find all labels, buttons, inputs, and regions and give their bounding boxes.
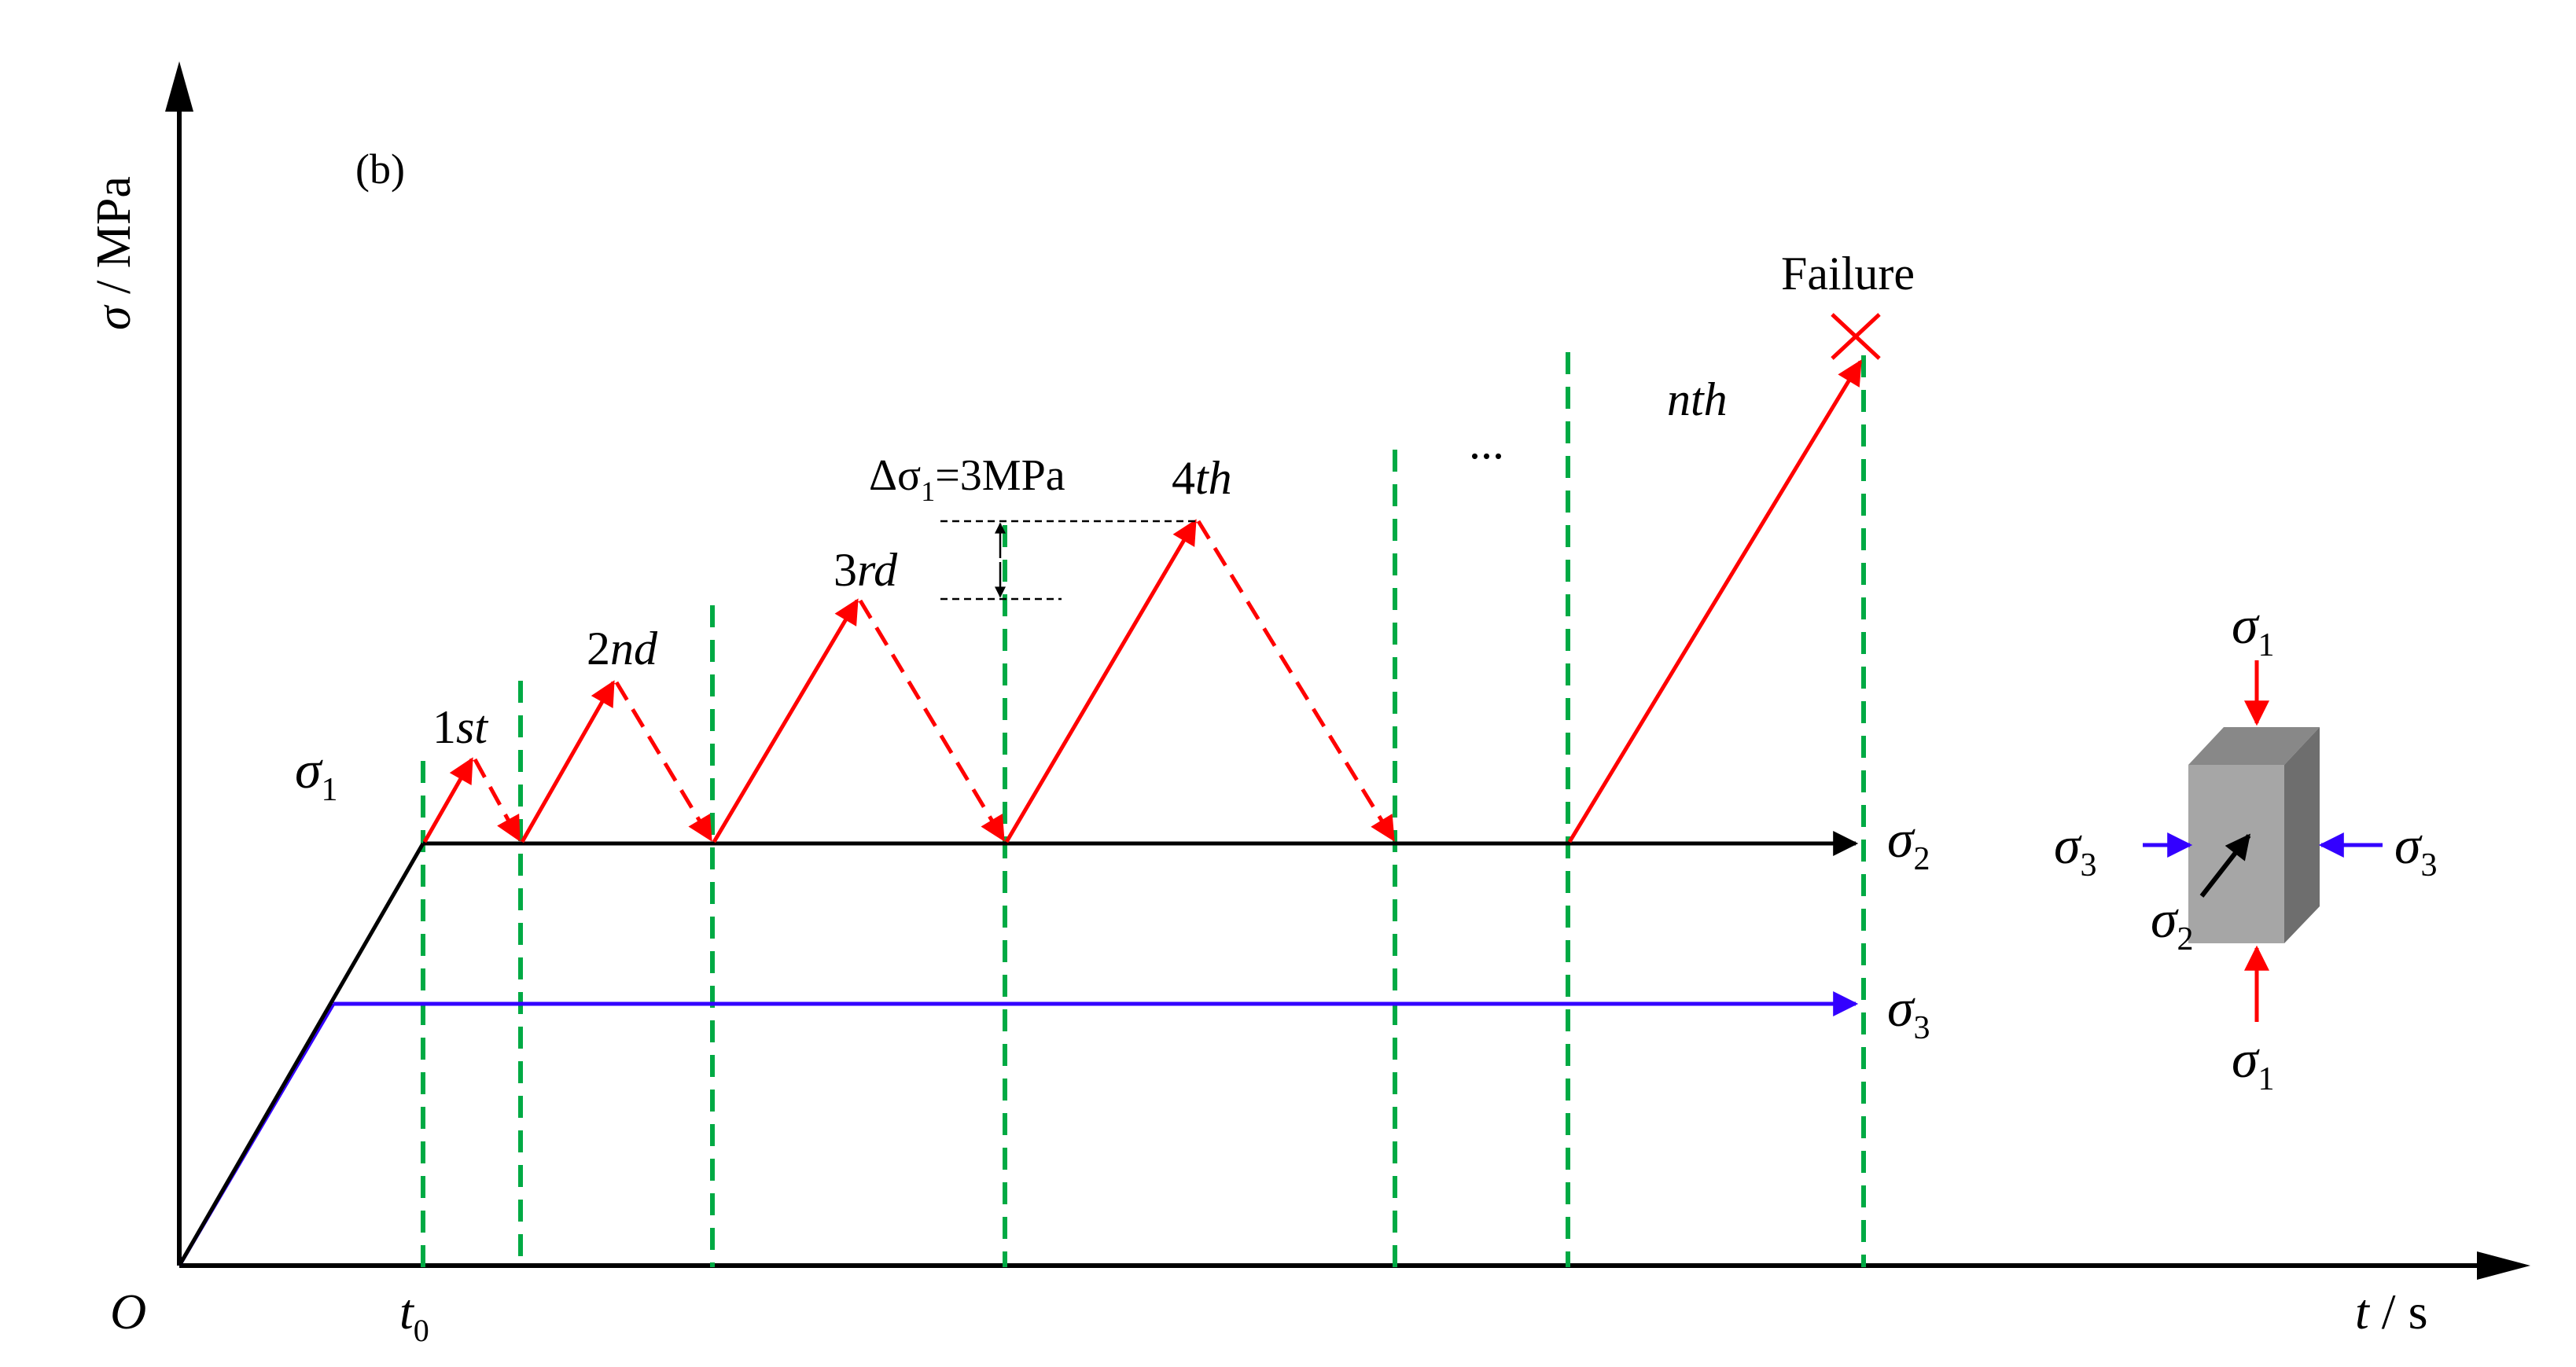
unload-3 xyxy=(858,599,1006,842)
unload-2 xyxy=(614,681,713,842)
x-axis-title: t / s xyxy=(2355,1284,2427,1339)
specimen-cube xyxy=(2143,660,2383,1022)
sigma1-cycles xyxy=(422,359,1863,843)
panel-label: (b) xyxy=(355,145,405,193)
cycle-label-3: 3rd xyxy=(834,544,898,596)
labels: σ / MPa t / s O t0 (b) σ1 σ2 σ3 1st 2nd … xyxy=(87,145,2438,1348)
cube-side xyxy=(2284,727,2320,943)
y-axis-arrowhead xyxy=(165,61,193,112)
unload-4 xyxy=(1196,520,1396,842)
t0-label: t0 xyxy=(399,1284,429,1348)
failure-label: Failure xyxy=(1781,248,1915,299)
load-1 xyxy=(422,757,474,843)
cycle-label-1: 1st xyxy=(432,701,488,753)
cube-top xyxy=(2188,727,2320,765)
load-2 xyxy=(520,680,616,843)
failure-cross-icon xyxy=(1831,313,1881,360)
ellipsis: ... xyxy=(1469,417,1504,469)
cycle-label-n: nth xyxy=(1667,373,1728,425)
increment-label: Δσ1=3MPa xyxy=(869,451,1065,507)
sigma1-label: σ1 xyxy=(295,740,338,808)
sigma3-label: σ3 xyxy=(1887,978,1930,1046)
load-3 xyxy=(712,598,859,843)
load-n xyxy=(1567,359,1863,843)
x-axis-arrowhead xyxy=(2477,1251,2530,1280)
cube-sigma1-bottom: σ1 xyxy=(2232,1029,2275,1097)
cube-sigma3-left: σ3 xyxy=(2054,815,2097,884)
origin-label: O xyxy=(110,1284,146,1339)
cycle-label-4: 4th xyxy=(1172,452,1232,504)
sigma3-path xyxy=(177,991,1859,1267)
sigma2-path xyxy=(177,831,1859,1267)
axes xyxy=(165,61,2530,1280)
increment-annotation xyxy=(940,520,1195,601)
cube-sigma1-top: σ1 xyxy=(2232,595,2275,663)
sigma2-label: σ2 xyxy=(1887,809,1930,877)
cycle-label-2: 2nd xyxy=(587,623,658,674)
time-guides xyxy=(421,352,1866,1267)
y-axis-title: σ / MPa xyxy=(87,176,141,330)
cube-sigma2: σ2 xyxy=(2151,889,2194,957)
unload-1 xyxy=(473,758,521,842)
load-4 xyxy=(1004,519,1198,843)
cube-sigma3-right: σ3 xyxy=(2394,815,2438,884)
